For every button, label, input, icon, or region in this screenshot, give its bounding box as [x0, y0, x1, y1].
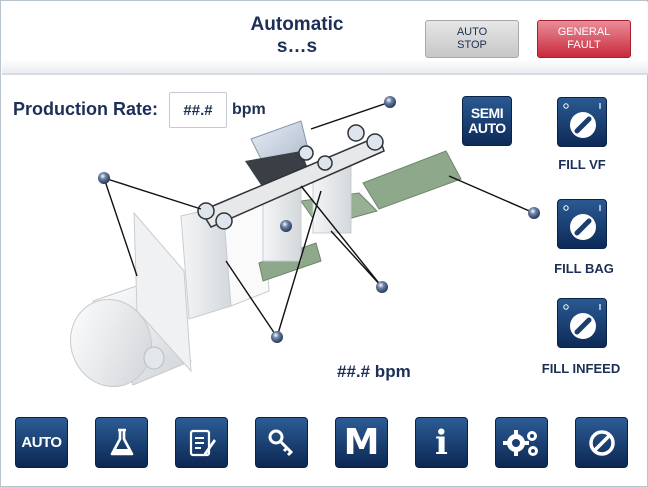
callout-dot-film[interactable]: [98, 172, 110, 184]
callout-dots: [98, 96, 540, 343]
callout-lines: [103, 101, 535, 338]
nav-info-button[interactable]: i: [415, 417, 468, 468]
fill-bag-toggle[interactable]: [557, 199, 607, 249]
toggle-switch-icon: [563, 103, 601, 138]
mode-line-1: Automatic: [250, 14, 344, 35]
nav-info-label: i: [435, 422, 448, 463]
keys-icon: [268, 429, 293, 456]
gears-icon: [502, 429, 538, 456]
callout-dot-filler[interactable]: [280, 220, 292, 232]
auto-stop-line-1: AUTO: [456, 26, 488, 38]
callout-dot-infeed[interactable]: [528, 207, 540, 219]
auto-stop-button[interactable]: AUTO STOP: [425, 20, 519, 58]
production-rate-label: Production Rate:: [13, 99, 159, 119]
fill-infeed-label: FILL INFEED: [541, 361, 621, 376]
fill-vf-toggle[interactable]: [557, 97, 607, 147]
nav-manual-label: M: [343, 422, 380, 463]
fill-infeed-toggle[interactable]: [557, 298, 607, 348]
production-rate-input[interactable]: ##.#: [169, 92, 227, 128]
general-fault-button[interactable]: GENERAL FAULT: [537, 20, 631, 58]
forming-section: [133, 196, 270, 373]
toggle-switch-icon: [563, 205, 601, 240]
rate-display: ##.# bpm: [337, 362, 411, 381]
nav-lab-button[interactable]: [95, 417, 148, 468]
nav-stop-button[interactable]: [575, 417, 628, 468]
belt-assembly: [197, 124, 385, 230]
notepad-edit-icon: [189, 429, 216, 456]
nav-auto-label: AUTO: [21, 434, 62, 451]
semi-auto-line-1: SEMI: [470, 105, 504, 121]
film-roll: [70, 280, 192, 388]
fill-vf-label: FILL VF: [558, 157, 606, 172]
nav-login-button[interactable]: [255, 417, 308, 468]
callout-dot-sealer[interactable]: [271, 331, 283, 343]
mode-line-2: s…s: [276, 36, 318, 57]
fault-line-2: FAULT: [567, 39, 601, 51]
nav-settings-button[interactable]: [495, 417, 548, 468]
nav-manual-button[interactable]: M: [335, 417, 388, 468]
fill-bag-label: FILL BAG: [554, 261, 614, 276]
prohibited-icon: [588, 429, 615, 456]
callout-dot-hopper[interactable]: [384, 96, 396, 108]
header-bar: Automatic s…s AUTO STOP GENERAL FAULT: [2, 2, 648, 75]
machine-mode-title: Automatic s…s: [202, 14, 392, 58]
auto-stop-line-2: STOP: [457, 39, 487, 51]
flask-icon: [110, 428, 133, 455]
production-rate-unit: bpm: [232, 101, 266, 118]
fault-line-1: GENERAL: [557, 26, 611, 38]
toggle-switch-icon: [563, 304, 601, 339]
semi-auto-button[interactable]: SEMI AUTO: [462, 96, 512, 146]
nav-auto-button[interactable]: AUTO: [15, 417, 68, 468]
semi-auto-line-2: AUTO: [468, 120, 506, 136]
callout-dot-bag[interactable]: [376, 281, 388, 293]
nav-recipe-button[interactable]: [175, 417, 228, 468]
hopper: [245, 120, 310, 185]
